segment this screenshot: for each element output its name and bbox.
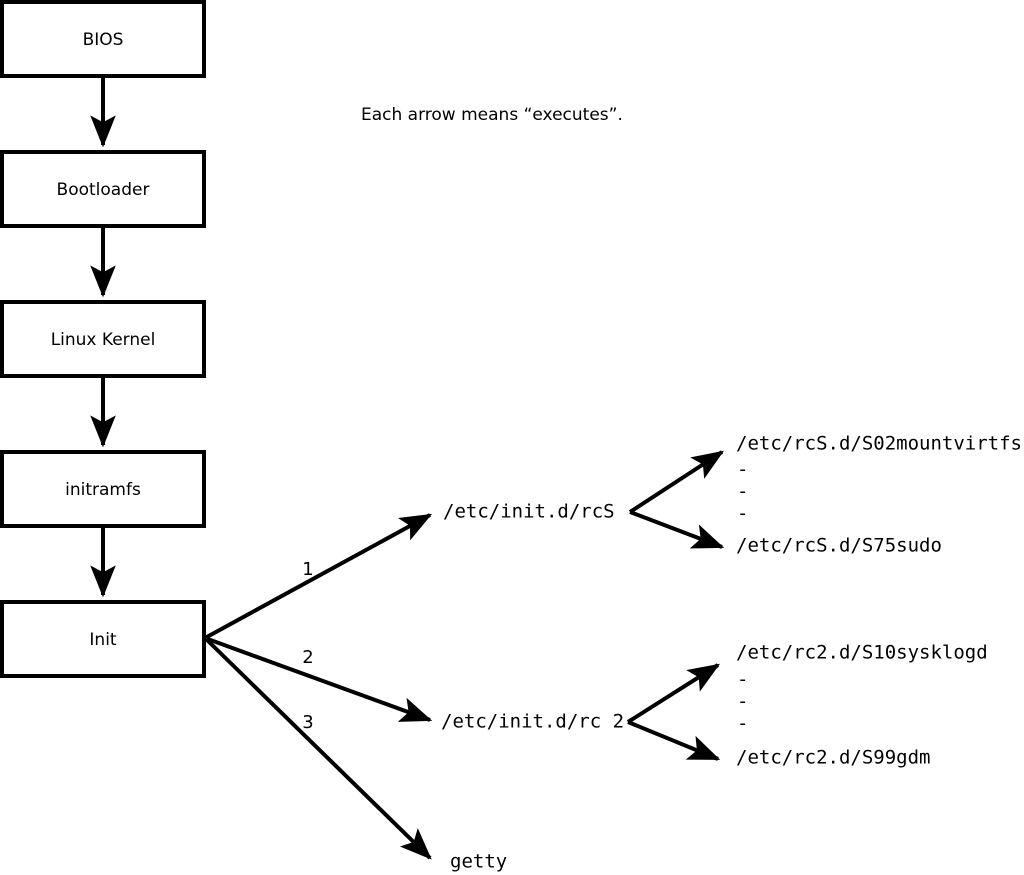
box-initramfs-label: initramfs — [65, 480, 141, 500]
box-bios-label: BIOS — [83, 30, 124, 50]
arrow-rcs-to-first-script — [628, 450, 725, 514]
rc2-ellipsis-dash-3: - — [737, 713, 748, 735]
arrow-init-to-getty — [203, 636, 432, 860]
box-initramfs-rect — [0, 450, 206, 528]
box-linux-kernel-rect — [0, 300, 206, 378]
label-etc-initd-rc2[interactable]: /etc/init.d/rc 2 — [441, 711, 624, 733]
arrow-init-to-rcs — [204, 513, 433, 640]
box-init-rect — [0, 600, 206, 678]
rc2-ellipsis-dash-1: - — [737, 669, 748, 691]
edge-number-1: 1 — [302, 559, 313, 580]
box-bootloader[interactable]: Bootloader — [0, 150, 206, 228]
diagram-caption: Each arrow means “executes”. — [361, 105, 623, 125]
arrow-rc2-to-first-script — [626, 663, 721, 724]
box-linux-kernel[interactable]: Linux Kernel — [0, 300, 206, 378]
box-linux-kernel-label: Linux Kernel — [51, 330, 156, 350]
arrow-rcs-to-last-script — [629, 510, 725, 549]
box-bios[interactable]: BIOS — [0, 0, 206, 78]
init-branch-arrows: 1 2 3 — [203, 513, 433, 860]
rcs-ellipsis-dash-2: - — [737, 481, 748, 503]
boot-chain-group: BIOS Bootloader Linux Kernel initramfs I… — [0, 0, 206, 678]
label-rcs-d-s02mountvirtfs[interactable]: /etc/rcS.d/S02mountvirtfs — [736, 433, 1022, 455]
box-initramfs[interactable]: initramfs — [0, 450, 206, 528]
init-branch-targets: /etc/init.d/rcS /etc/init.d/rc 2 getty — [441, 501, 624, 873]
box-init-label: Init — [89, 630, 117, 650]
box-bootloader-label: Bootloader — [57, 180, 150, 200]
label-rc2-d-s99gdm[interactable]: /etc/rc2.d/S99gdm — [736, 747, 930, 769]
label-etc-initd-rcs[interactable]: /etc/init.d/rcS — [443, 501, 615, 523]
rcs-ellipsis-dash-1: - — [737, 459, 748, 481]
arrow-rc2-to-last-script — [627, 720, 721, 761]
arrow-init-to-rc2 — [204, 636, 433, 722]
rc2-ellipsis-dash-2: - — [737, 691, 748, 713]
box-init[interactable]: Init — [0, 600, 206, 678]
label-rcs-d-s75sudo[interactable]: /etc/rcS.d/S75sudo — [736, 535, 942, 557]
edge-number-3: 3 — [302, 712, 313, 733]
edge-number-2: 2 — [302, 647, 313, 668]
rcs-ellipsis-dash-3: - — [737, 503, 748, 525]
label-getty[interactable]: getty — [450, 851, 507, 873]
rcs-fanout-group: /etc/rcS.d/S02mountvirtfs - - - /etc/rcS… — [628, 433, 1022, 557]
box-bios-rect — [0, 0, 206, 78]
rc2-fanout-group: /etc/rc2.d/S10sysklogd - - - /etc/rc2.d/… — [626, 642, 988, 769]
label-rc2-d-s10sysklogd[interactable]: /etc/rc2.d/S10sysklogd — [736, 642, 988, 664]
